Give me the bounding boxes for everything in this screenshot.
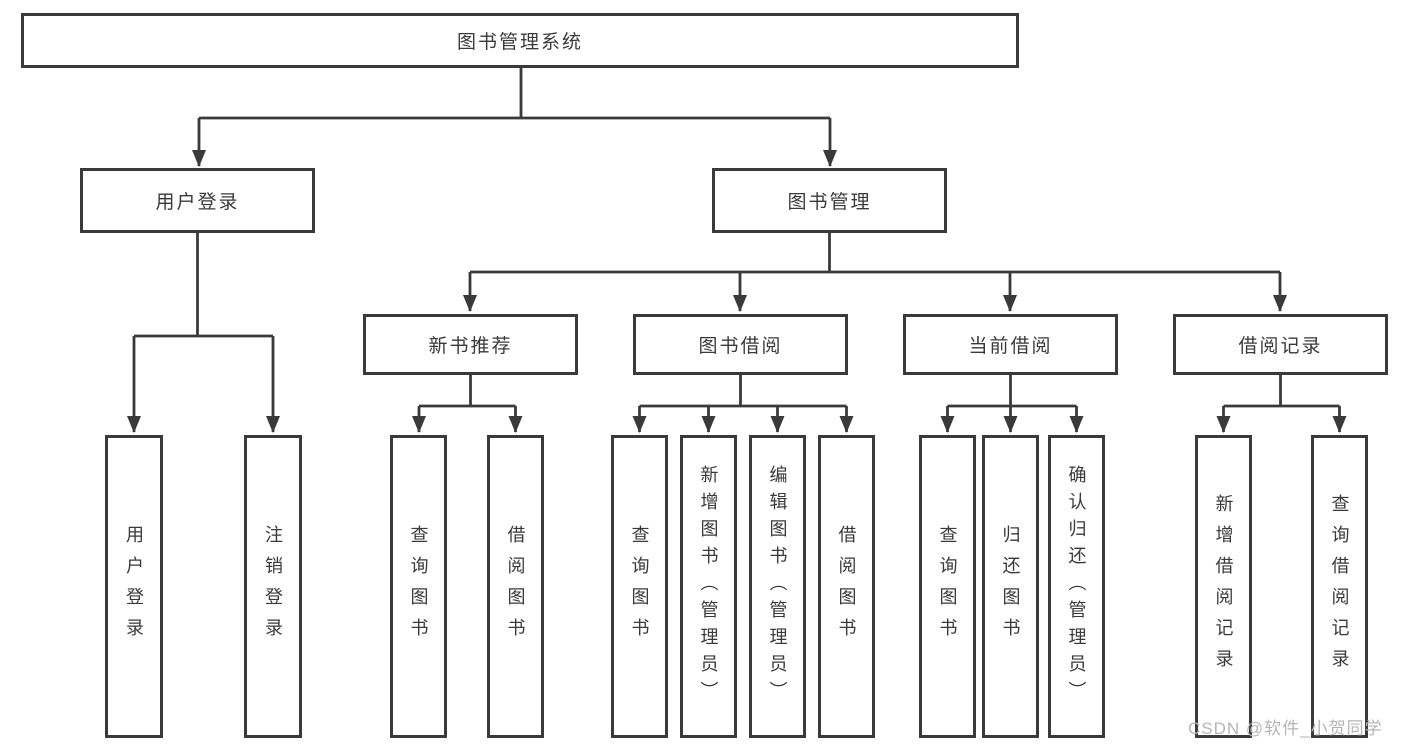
leaf-confirm-return-admin: 确认归还（管理员） — [1048, 435, 1105, 738]
node-book-borrow: 图书借阅 — [633, 314, 848, 375]
connector-new-book-recommend — [412, 375, 523, 433]
leaf-borrow-query-books: 查询图书 — [611, 435, 668, 738]
node-current-borrow: 当前借阅 — [903, 314, 1118, 375]
leaf-label: 查询图书 — [629, 524, 650, 649]
node-user-login: 用户登录 — [80, 168, 315, 233]
leaf-label: 查询借阅记录 — [1329, 493, 1350, 680]
leaf-query-borrow-record: 查询借阅记录 — [1311, 435, 1368, 738]
leaf-label: 查询图书 — [937, 524, 958, 649]
connector-root — [192, 68, 837, 167]
leaf-user-login: 用户登录 — [105, 435, 163, 738]
leaf-label: 新增图书（管理员） — [698, 465, 719, 708]
connector-borrow-records — [1216, 375, 1347, 433]
node-new-book-recommend: 新书推荐 — [363, 314, 578, 375]
leaf-label: 用户登录 — [124, 524, 144, 649]
leaf-label: 借阅图书 — [505, 524, 526, 649]
node-root: 图书管理系统 — [21, 13, 1019, 68]
leaf-edit-books-admin: 编辑图书（管理员） — [749, 435, 806, 738]
connector-book-management — [463, 233, 1287, 312]
leaf-label: 归还图书 — [1000, 524, 1021, 649]
leaf-label: 注销登录 — [263, 524, 283, 649]
leaf-label: 借阅图书 — [836, 524, 857, 649]
leaf-borrow-books: 借阅图书 — [818, 435, 875, 738]
leaf-add-borrow-record: 新增借阅记录 — [1195, 435, 1252, 738]
node-book-management: 图书管理 — [712, 168, 947, 233]
leaf-label: 编辑图书（管理员） — [767, 465, 788, 708]
leaf-recommend-borrow-books: 借阅图书 — [487, 435, 544, 738]
leaf-add-books-admin: 新增图书（管理员） — [680, 435, 737, 738]
connector-book-borrow — [632, 375, 854, 433]
watermark: CSDN @软件_小贺同学 — [1188, 719, 1383, 738]
leaf-logout: 注销登录 — [244, 435, 302, 738]
leaf-label: 查询图书 — [408, 524, 429, 649]
connector-user-login — [127, 233, 280, 433]
connector-current-borrow — [940, 375, 1084, 433]
leaf-label: 新增借阅记录 — [1213, 493, 1234, 680]
leaf-recommend-query-books: 查询图书 — [390, 435, 447, 738]
leaf-current-query-books: 查询图书 — [919, 435, 976, 738]
leaf-return-books: 归还图书 — [982, 435, 1039, 738]
leaf-label: 确认归还（管理员） — [1066, 465, 1087, 708]
node-borrow-records: 借阅记录 — [1173, 314, 1388, 375]
